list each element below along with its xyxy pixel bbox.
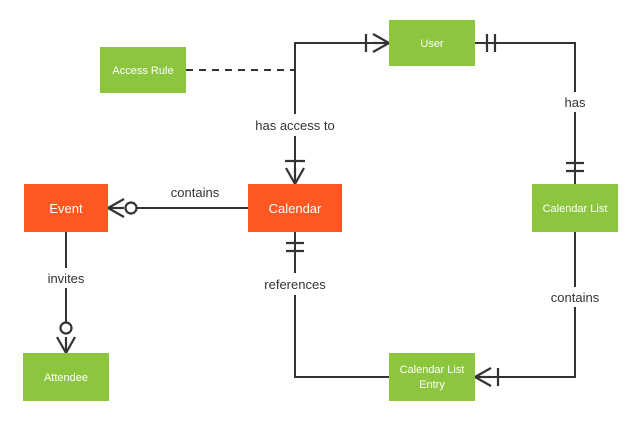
relationship-label-has-access-to: has access to [255, 118, 335, 133]
relationship-label-contains-entry-text: contains [551, 290, 600, 305]
entity-calendar-list-entry[interactable]: Calendar List Entry [389, 353, 475, 401]
entity-attendee-label: Attendee [44, 372, 88, 384]
relationship-label-contains-calendar-text: contains [171, 185, 220, 200]
entity-calendar-list-label: Calendar List [543, 203, 608, 215]
edge-contains-entry [475, 232, 576, 378]
cardinality-one-and-only-one-calendar-list-top [566, 161, 584, 173]
relationship-label-invites-text: invites [48, 271, 85, 286]
relationship-label-references-text: references [264, 277, 326, 292]
cardinality-zero-or-many-event [107, 198, 138, 218]
entity-calendar-list-entry-label-line2: Entry [419, 379, 445, 391]
entity-calendar-list-entry-label-line1: Calendar List [400, 364, 465, 376]
entity-user-box[interactable] [389, 20, 475, 66]
relationship-label-has-text: has [565, 95, 586, 110]
cardinality-one-and-only-one-calendar-bottom [286, 241, 304, 253]
relationship-label-invites: invites [48, 271, 85, 286]
relationship-label-contains-calendar: contains [171, 185, 220, 200]
entity-access-rule-label: Access Rule [112, 65, 173, 77]
entity-attendee[interactable]: Attendee [23, 353, 109, 401]
entity-attendee-box[interactable] [23, 353, 109, 401]
entity-access-rule-box[interactable] [100, 47, 186, 93]
entity-calendar-list[interactable]: Calendar List [532, 184, 618, 232]
entity-calendar-list-entry-box[interactable] [389, 353, 475, 401]
cardinality-zero-or-many-attendee [56, 321, 76, 354]
entity-calendar-box[interactable] [248, 184, 342, 232]
edge-has [475, 42, 576, 184]
entity-event-label: Event [49, 201, 83, 216]
entity-calendar-label: Calendar [269, 201, 322, 216]
edge-has-access-to [294, 42, 389, 184]
edge-references [294, 232, 389, 378]
entity-calendar[interactable]: Calendar [248, 184, 342, 232]
relationship-label-has: has [565, 95, 586, 110]
cardinality-one-and-only-one-user-right [485, 34, 497, 52]
entity-access-rule[interactable]: Access Rule [100, 47, 186, 93]
cardinality-one-many-user-left [364, 33, 390, 53]
relationship-label-has-access-to-text: has access to [255, 118, 335, 133]
cardinality-many-calendar-top [285, 159, 305, 185]
entity-user-label: User [420, 38, 444, 50]
cardinality-many-calendar-list-entry-right [474, 367, 500, 387]
entity-event-box[interactable] [24, 184, 108, 232]
relationship-label-references: references [264, 277, 326, 292]
entity-calendar-list-box[interactable] [532, 184, 618, 232]
entity-event[interactable]: Event [24, 184, 108, 232]
relationship-label-contains-entry: contains [551, 290, 600, 305]
entity-user[interactable]: User [389, 20, 475, 66]
